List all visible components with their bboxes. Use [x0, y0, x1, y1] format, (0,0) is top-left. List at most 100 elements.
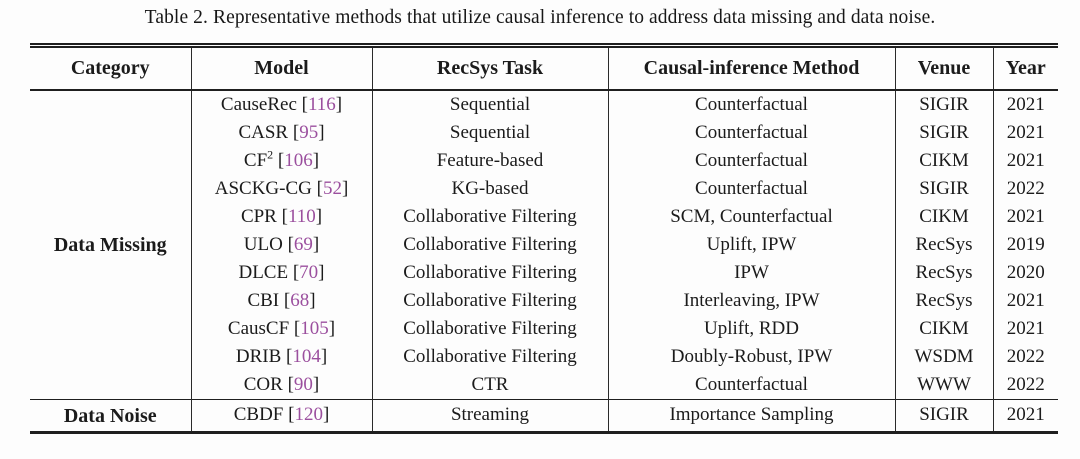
model-name: CBDF: [233, 404, 284, 426]
cell-year: 2020: [1006, 261, 1045, 283]
header-year: Year: [993, 45, 1058, 91]
cell-year: 2022: [1006, 373, 1045, 395]
model-name: DLCE: [238, 261, 289, 283]
cell-recsys-task: Sequential: [372, 90, 609, 119]
cell-causal-method: Counterfactual: [608, 147, 896, 175]
cell-recsys-task: Streaming: [372, 399, 609, 433]
cell-venue: WSDM: [895, 343, 994, 371]
citation-link[interactable]: 69: [293, 233, 313, 255]
cell-year: 2021: [1006, 317, 1045, 339]
citation-link[interactable]: 110: [287, 205, 316, 227]
cell-year: 2019: [1006, 233, 1045, 255]
model-name: CF: [243, 149, 268, 171]
model-name: CausCF: [227, 317, 290, 339]
header-row: Category Model RecSys Task Causal-infere…: [30, 45, 1058, 91]
cell-year: 2021: [1006, 121, 1045, 143]
model-name: CPR: [240, 205, 277, 227]
table-header: Category Model RecSys Task Causal-infere…: [30, 45, 1058, 91]
cell-causal-method: Counterfactual: [608, 175, 896, 203]
cell-model: DLCE [70]: [191, 259, 373, 287]
cell-model: CPR [110]: [191, 203, 373, 231]
cell-causal-method: Counterfactual: [608, 90, 896, 119]
category-cell: Data Noise: [30, 399, 192, 433]
cell-venue: CIKM: [895, 147, 994, 175]
cell-causal-method: Doubly-Robust, IPW: [608, 343, 896, 371]
cell-model: CF2 [106]: [191, 147, 373, 175]
cell-causal-method: IPW: [608, 259, 896, 287]
model-name: CauseRec: [220, 93, 297, 115]
citation-link[interactable]: 106: [284, 149, 313, 171]
cell-model: DRIB [104]: [191, 343, 373, 371]
model-name: CBI: [247, 289, 280, 311]
cell-venue: WWW: [895, 371, 994, 400]
model-name: DRIB: [235, 345, 282, 367]
cell-model: ASCKG-CG [52]: [191, 175, 373, 203]
cell-causal-method: Uplift, RDD: [608, 315, 896, 343]
cell-year: 2022: [1006, 177, 1045, 199]
cell-model: CASR [95]: [191, 119, 373, 147]
header-causal-method: Causal-inference Method: [608, 45, 896, 91]
cell-recsys-task: Collaborative Filtering: [372, 231, 609, 259]
table-container: Category Model RecSys Task Causal-infere…: [30, 43, 1058, 434]
citation-link[interactable]: 70: [299, 261, 319, 283]
cell-causal-method: Uplift, IPW: [608, 231, 896, 259]
cell-model: ULO [69]: [191, 231, 373, 259]
model-name: COR: [243, 373, 283, 395]
cell-model: COR [90]: [191, 371, 373, 400]
cell-causal-method: Interleaving, IPW: [608, 287, 896, 315]
methods-table: Category Model RecSys Task Causal-infere…: [30, 43, 1058, 434]
cell-venue: SIGIR: [895, 90, 994, 119]
citation-link[interactable]: 68: [290, 289, 310, 311]
cell-venue: RecSys: [895, 259, 994, 287]
cell-recsys-task: CTR: [372, 371, 609, 400]
cell-venue: SIGIR: [895, 175, 994, 203]
cell-recsys-task: Feature-based: [372, 147, 609, 175]
cell-venue: CIKM: [895, 315, 994, 343]
cell-model: CausCF [105]: [191, 315, 373, 343]
citation-link[interactable]: 116: [307, 93, 336, 115]
cell-causal-method: Counterfactual: [608, 371, 896, 400]
header-venue: Venue: [895, 45, 994, 91]
cell-recsys-task: Collaborative Filtering: [372, 315, 609, 343]
category-cell: Data Missing: [30, 90, 192, 400]
cell-recsys-task: Sequential: [372, 119, 609, 147]
citation-link[interactable]: 105: [300, 317, 329, 339]
header-recsys-task: RecSys Task: [372, 45, 609, 91]
citation-link[interactable]: 52: [322, 177, 342, 199]
cell-venue: SIGIR: [895, 119, 994, 147]
cell-year: 2021: [1006, 93, 1045, 115]
header-category: Category: [30, 45, 192, 91]
cell-causal-method: SCM, Counterfactual: [608, 203, 896, 231]
cell-recsys-task: KG-based: [372, 175, 609, 203]
cell-venue: SIGIR: [895, 399, 994, 433]
citation-link[interactable]: 90: [293, 373, 313, 395]
citation-link[interactable]: 120: [294, 404, 323, 426]
cell-recsys-task: Collaborative Filtering: [372, 259, 609, 287]
cell-causal-method: Counterfactual: [608, 119, 896, 147]
cell-year: 2021: [1006, 289, 1045, 311]
model-name: ASCKG-CG: [214, 177, 312, 199]
header-model: Model: [191, 45, 373, 91]
cell-recsys-task: Collaborative Filtering: [372, 343, 609, 371]
model-name: CASR: [238, 121, 289, 143]
cell-model: CBI [68]: [191, 287, 373, 315]
cell-venue: RecSys: [895, 287, 994, 315]
cell-year: 2021: [1006, 205, 1045, 227]
cell-year: 2022: [1006, 345, 1045, 367]
citation-link[interactable]: 104: [292, 345, 321, 367]
citation-link[interactable]: 95: [299, 121, 319, 143]
cell-recsys-task: Collaborative Filtering: [372, 203, 609, 231]
table-caption: Table 2. Representative methods that uti…: [144, 7, 936, 28]
model-superscript: 2: [267, 147, 274, 162]
